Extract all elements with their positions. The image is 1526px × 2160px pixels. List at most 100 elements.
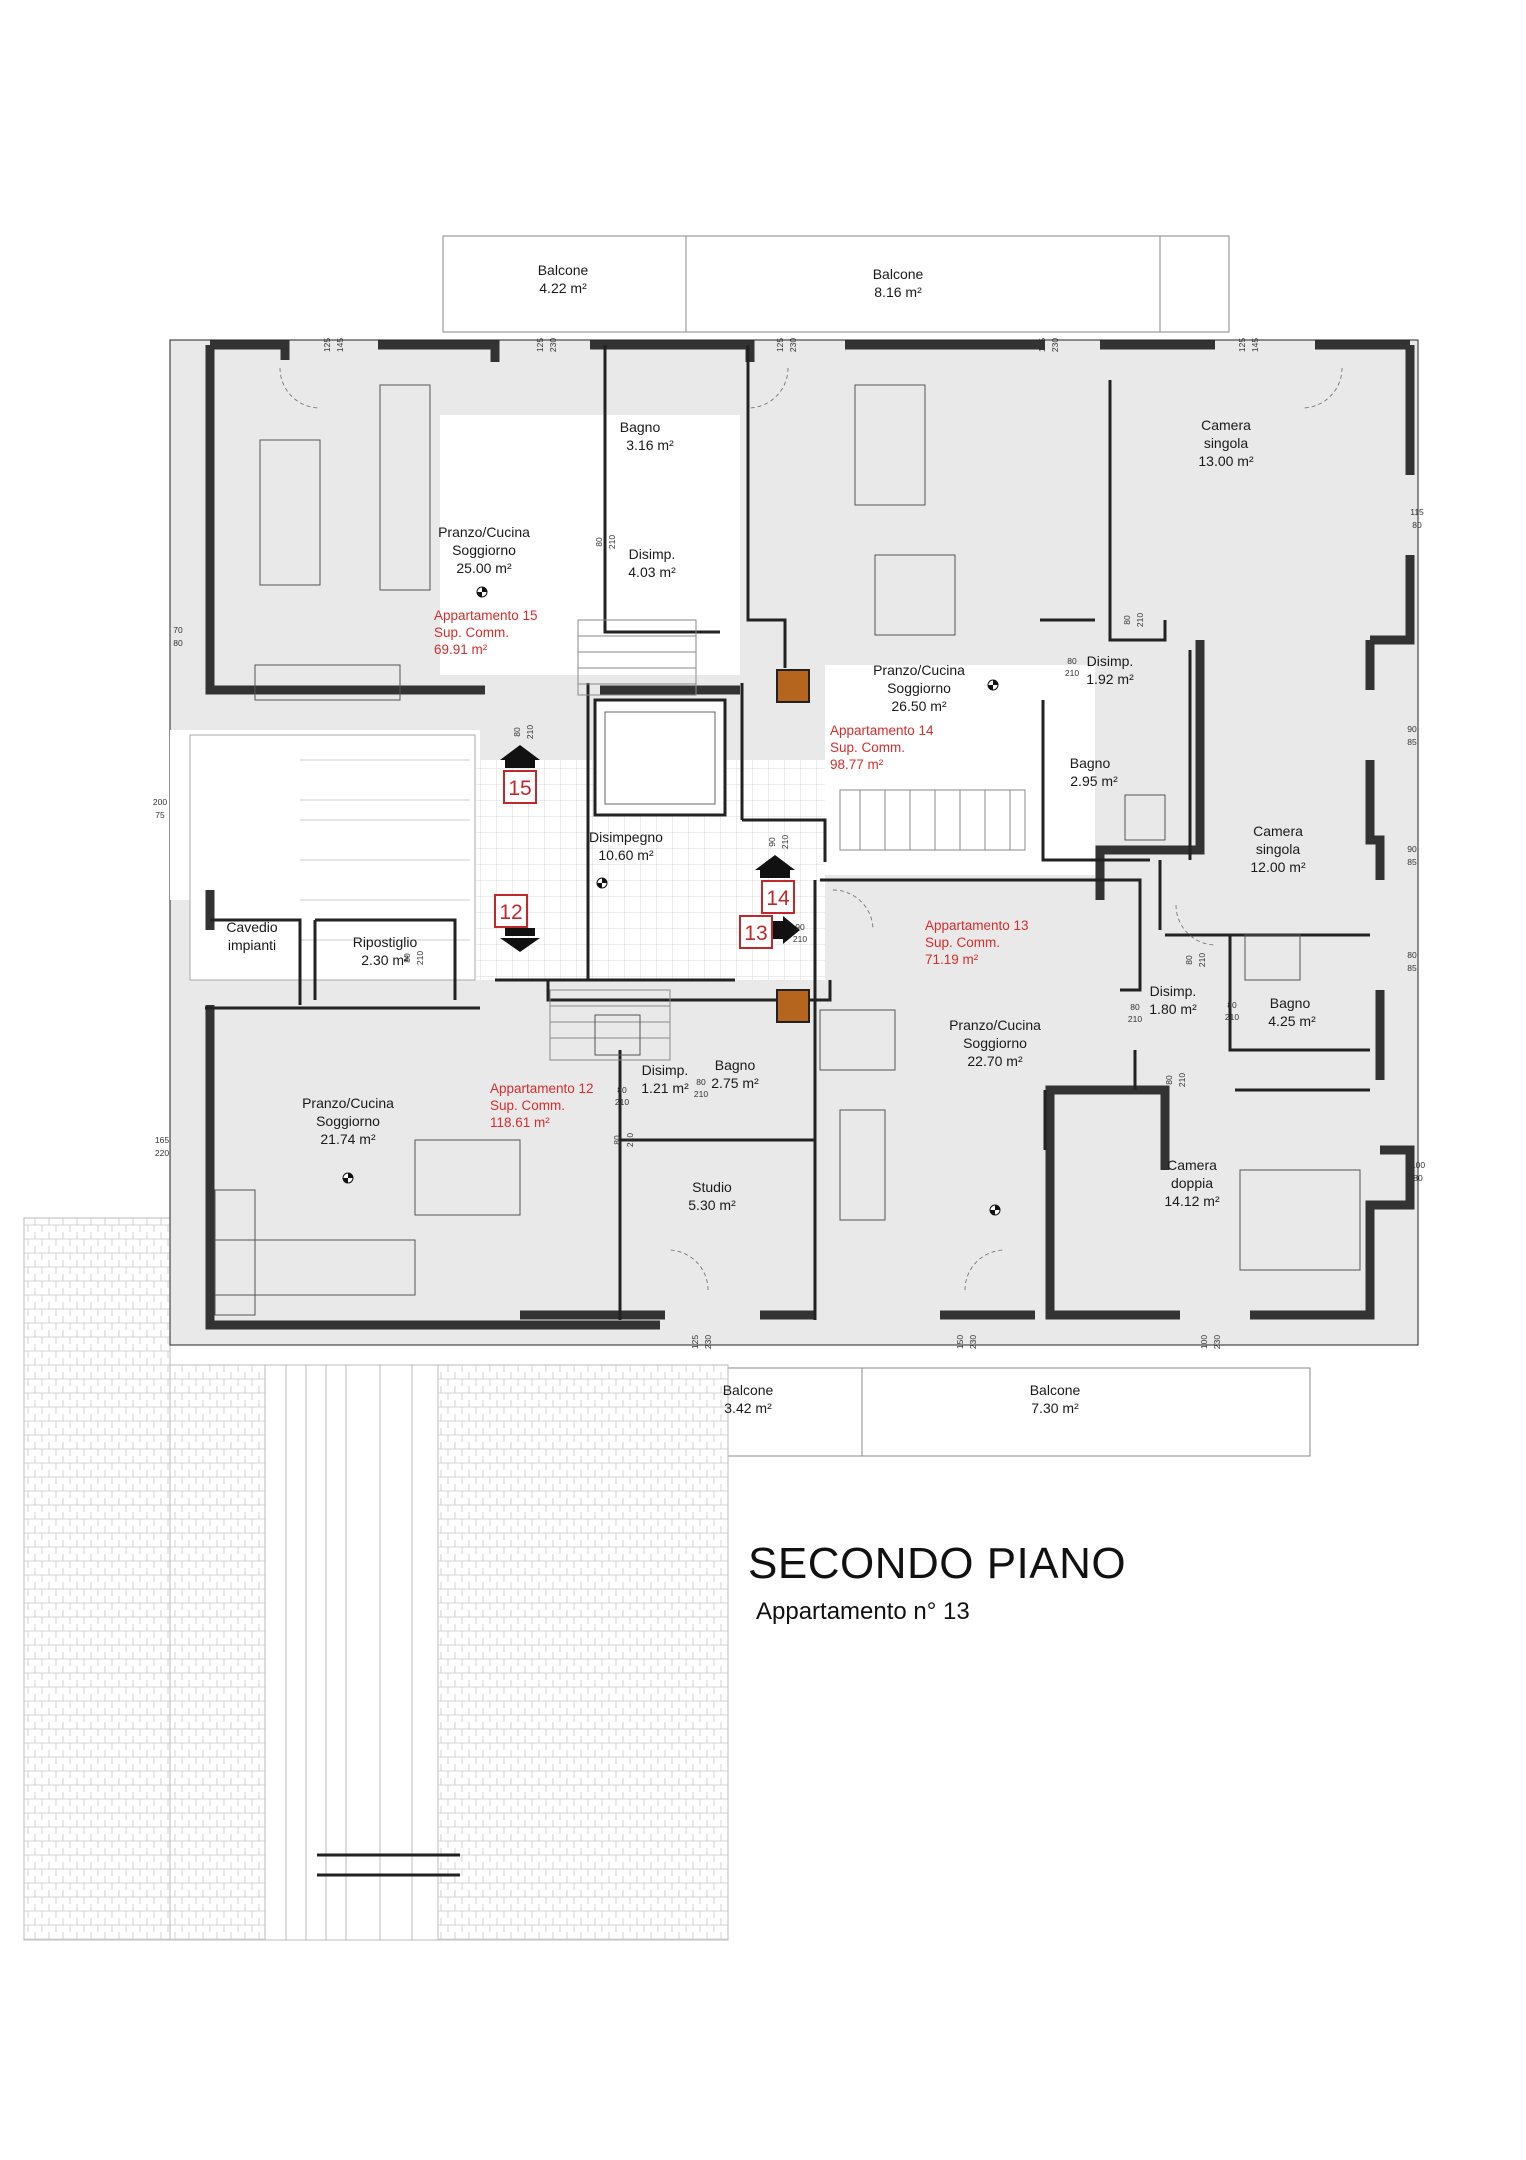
dimension-label: 90 <box>795 922 805 932</box>
dimension-label: 80 <box>1122 615 1132 625</box>
dimension-label: 100 <box>1199 1335 1209 1349</box>
room-area: 12.00 m² <box>1250 859 1306 875</box>
room-name: Bagno <box>715 1057 756 1073</box>
apartment-area: 98.77 m² <box>830 757 884 772</box>
room-name: Disimp. <box>629 546 676 562</box>
dimension-label: 220 <box>155 1148 169 1158</box>
dimension-label: 75 <box>155 810 165 820</box>
apartment-label: Sup. Comm. <box>830 740 905 755</box>
dimension-label: 80 <box>617 1085 627 1095</box>
dimension-label: 210 <box>780 835 790 849</box>
elevator <box>593 698 727 817</box>
dimension-label: 230 <box>1050 338 1060 352</box>
balcone-label: Balcone <box>873 266 924 282</box>
dimension-label: 85 <box>1407 857 1417 867</box>
apartment-tag: 15 <box>508 777 531 800</box>
apartment-area: 71.19 m² <box>925 952 979 967</box>
dimension-label: 210 <box>615 1097 629 1107</box>
chimneys <box>776 669 810 1023</box>
dimension-label: 210 <box>1177 1073 1187 1087</box>
room-name: Pranzo/Cucina <box>438 524 530 540</box>
dimension-label: 80 <box>1164 1075 1174 1085</box>
apartment-tags: 15 14 12 13 <box>494 770 795 949</box>
room-name: Studio <box>692 1179 732 1195</box>
dimension-label: 230 <box>548 338 558 352</box>
room-name: Pranzo/Cucina <box>873 662 965 678</box>
svg-text:Balcone: Balcone <box>538 262 589 278</box>
balcone-label: Balcone <box>723 1382 774 1398</box>
room-name: Ripostiglio <box>353 934 418 950</box>
room-name: Disimpegno <box>589 829 663 845</box>
balcone-area: 7.30 m² <box>1031 1400 1079 1416</box>
room-area: 3.16 m² <box>626 437 674 453</box>
room-area: 2.75 m² <box>711 1075 759 1091</box>
dimension-label: 80 <box>402 953 412 963</box>
svg-text:Balcone: Balcone <box>723 1382 774 1398</box>
dimension-label: 210 <box>1197 953 1207 967</box>
apartment-label: Sup. Comm. <box>925 935 1000 950</box>
balcone-area: 4.22 m² <box>539 280 587 296</box>
dimension-label: 125 <box>322 338 332 352</box>
room-name: Bagno <box>620 419 661 435</box>
dimension-label: 200 <box>153 797 167 807</box>
room-area: 5.30 m² <box>688 1197 736 1213</box>
roof-tiles <box>23 1217 729 1941</box>
room-area: 21.74 m² <box>320 1131 376 1147</box>
room-area: 4.25 m² <box>1268 1013 1316 1029</box>
room-name2: Soggiorno <box>452 542 516 558</box>
dimension-label: 210 <box>1225 1012 1239 1022</box>
dimension-label: 210 <box>1065 668 1079 678</box>
dimension-label: 115 <box>1410 507 1424 517</box>
room-name2: impianti <box>228 937 276 953</box>
dimension-label: 165 <box>155 1135 169 1145</box>
dimension-label: 230 <box>968 1335 978 1349</box>
dimension-label: 125 <box>535 338 545 352</box>
dimension-label: 210 <box>793 934 807 944</box>
page-title: SECONDO PIANO <box>748 1539 1126 1588</box>
dimension-label: 85 <box>1407 963 1417 973</box>
room-name2: Soggiorno <box>887 680 951 696</box>
stairs <box>549 619 1026 1061</box>
dimension-label: 80 <box>512 727 522 737</box>
dimension-label: 90 <box>1407 724 1417 734</box>
apartment-tag: 12 <box>499 901 522 924</box>
room-name: Pranzo/Cucina <box>949 1017 1041 1033</box>
svg-text:Balcone: Balcone <box>873 266 924 282</box>
room-name2: singola <box>1256 841 1301 857</box>
room-area: 2.30 m² <box>361 952 409 968</box>
walls <box>205 340 1415 1330</box>
dimension-label: 210 <box>1128 1014 1142 1024</box>
svg-text:4.22 m²: 4.22 m² <box>539 280 587 296</box>
room-area: 13.00 m² <box>1198 453 1254 469</box>
dimension-label: 125 <box>1237 338 1247 352</box>
labels: Balcone 4.22 m² Balcone 8.16 m² Balcone … <box>226 262 1316 1416</box>
dimension-label: 230 <box>788 338 798 352</box>
apartment-area: 118.61 m² <box>490 1115 550 1130</box>
room-area: 14.12 m² <box>1164 1193 1220 1209</box>
svg-text:7.30 m²: 7.30 m² <box>1031 1400 1079 1416</box>
apartment-label: Sup. Comm. <box>434 625 509 640</box>
room-name: Camera <box>1253 823 1303 839</box>
room-name: Pranzo/Cucina <box>302 1095 394 1111</box>
room-name: Camera <box>1201 417 1251 433</box>
apartment-name: Appartamento 12 <box>490 1081 594 1096</box>
svg-text:3.42 m²: 3.42 m² <box>724 1400 772 1416</box>
room-name2: doppia <box>1171 1175 1213 1191</box>
dimension-label: 90 <box>1407 844 1417 854</box>
dimension-label: 210 <box>1135 613 1145 627</box>
dimension-label: 80 <box>1412 520 1422 530</box>
balcone-label: Balcone <box>1030 1382 1081 1398</box>
dimension-label: 210 <box>694 1089 708 1099</box>
dimension-label: 80 <box>594 537 604 547</box>
dimension-label: 150 <box>955 1335 965 1349</box>
dimension-label: 70 <box>173 625 183 635</box>
dimension-label: 230 <box>1212 1335 1222 1349</box>
dimension-label: 80 <box>1407 950 1417 960</box>
balcone-area: 8.16 m² <box>874 284 922 300</box>
apartment-name: Appartamento 15 <box>434 608 538 623</box>
room-area: 26.50 m² <box>891 698 947 714</box>
room-name: Bagno <box>1270 995 1311 1011</box>
room-name: Disimp. <box>1150 983 1197 999</box>
